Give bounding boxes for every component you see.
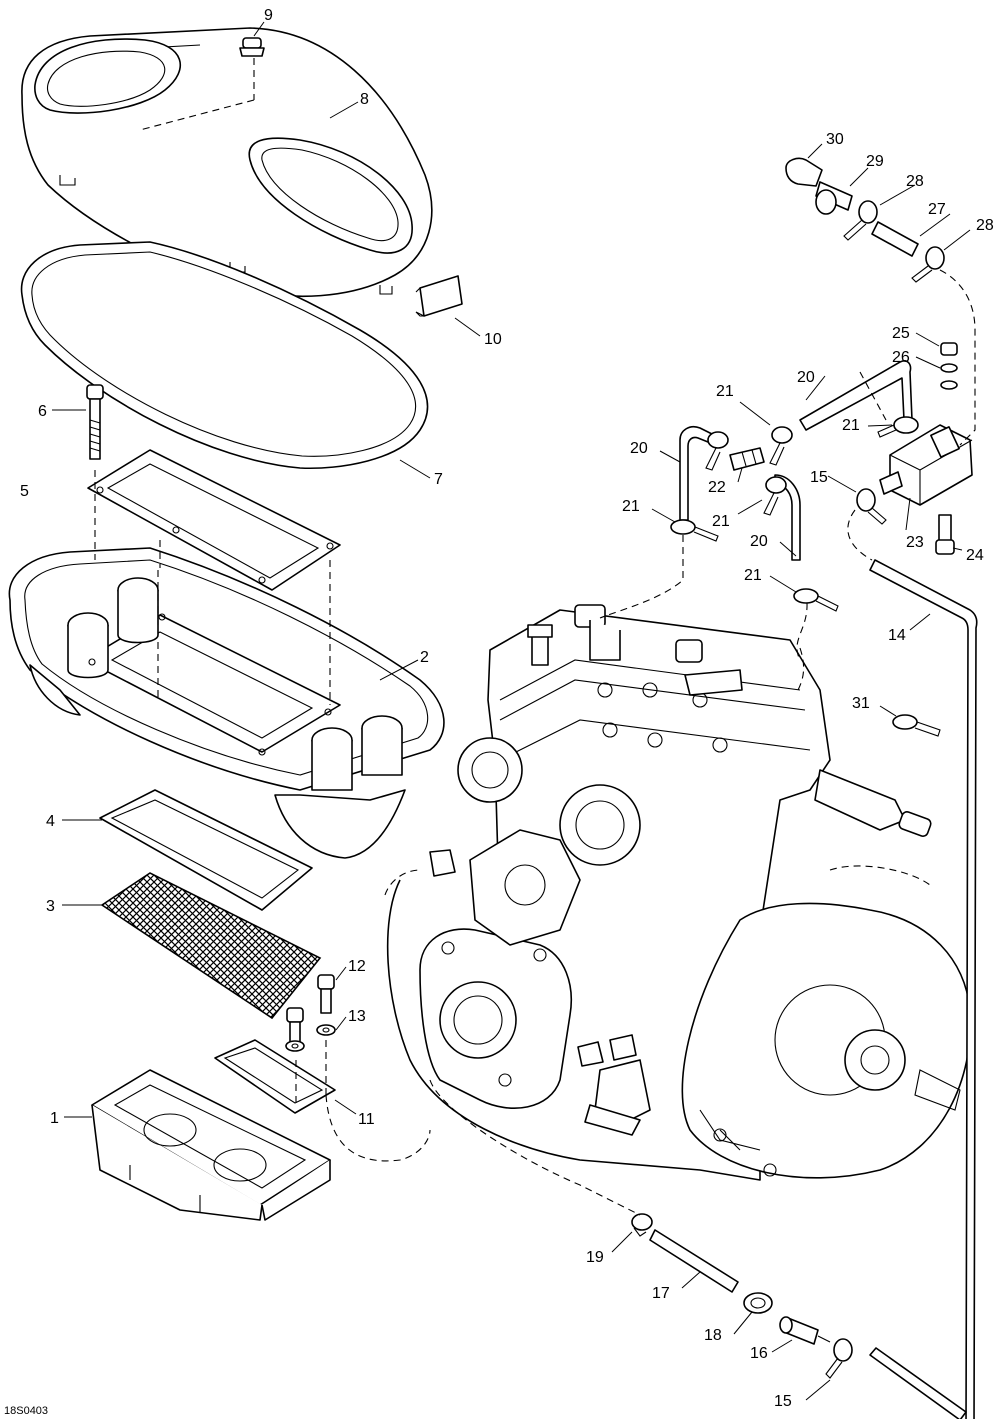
- callout-21-mid: 21: [712, 513, 730, 530]
- callout-9: 9: [264, 7, 273, 24]
- callout-21-right: 21: [842, 417, 860, 434]
- callout-22: 22: [708, 479, 726, 496]
- part-7-large-gasket: [20, 241, 429, 470]
- callout-2: 2: [420, 649, 429, 666]
- part-25-nut: [940, 342, 958, 356]
- callout-26: 26: [892, 349, 910, 366]
- assembly-lines: [94, 58, 976, 1216]
- callout-24: 24: [966, 547, 984, 564]
- leader-lines: [52, 21, 971, 1401]
- part-13-washers: [285, 1024, 336, 1052]
- part-11-gasket: [214, 1039, 336, 1114]
- callout-13: 13: [348, 1008, 366, 1025]
- callout-19: 19: [586, 1249, 604, 1266]
- part-24-screw: [935, 514, 955, 555]
- callout-28-right: 28: [976, 217, 994, 234]
- part-18-clamp: [743, 1292, 773, 1314]
- callout-17: 17: [652, 1285, 670, 1302]
- callout-31: 31: [852, 695, 870, 712]
- callout-7: 7: [434, 471, 443, 488]
- callout-27: 27: [928, 201, 946, 218]
- callout-1: 1: [50, 1110, 59, 1127]
- callout-5: 5: [20, 483, 29, 500]
- engine-assembly: [384, 604, 972, 1181]
- part-15-clamps: [825, 488, 967, 1419]
- part-17-hose: [649, 1229, 739, 1293]
- callout-29: 29: [866, 153, 884, 170]
- part-22-connector: [729, 447, 765, 471]
- part-2-silencer-base: [8, 547, 445, 859]
- part-9-nut: [239, 37, 265, 57]
- callout-8: 8: [360, 91, 369, 108]
- drawing-code: 18S0403: [4, 1405, 48, 1417]
- part-8-silencer-cover: [21, 27, 433, 298]
- callout-21-top: 21: [716, 383, 734, 400]
- callout-4: 4: [46, 813, 55, 830]
- callout-16: 16: [750, 1345, 768, 1362]
- part-20-hoses: [679, 360, 913, 561]
- part-29-fitting: [815, 181, 853, 215]
- callout-25: 25: [892, 325, 910, 342]
- callout-6: 6: [38, 403, 47, 420]
- part-26-washers: [940, 363, 958, 390]
- callout-18: 18: [704, 1327, 722, 1344]
- part-1-adaptor: [91, 1069, 331, 1221]
- part-28-clamps: [843, 200, 945, 283]
- callout-15-upper: 15: [810, 469, 828, 486]
- callout-10: 10: [484, 331, 502, 348]
- callout-12: 12: [348, 958, 366, 975]
- callout-23: 23: [906, 534, 924, 551]
- callout-28-left: 28: [906, 173, 924, 190]
- callout-15-lower: 15: [774, 1393, 792, 1410]
- callout-20-mid: 20: [750, 533, 768, 550]
- callout-21-left: 21: [622, 498, 640, 515]
- part-30-cap: [785, 157, 823, 187]
- part-6-screw: [86, 384, 104, 460]
- part-19-clamp: [631, 1213, 653, 1237]
- part-12-screws: [286, 974, 335, 1047]
- part-14-hose: [869, 559, 978, 1419]
- callout-11: 11: [358, 1111, 375, 1128]
- part-31-clamp: [892, 714, 941, 737]
- callout-labels: 1 2 3 4 5 6 7 8 9 10 11 12 13 14 15 15 1…: [4, 7, 994, 1417]
- callout-30: 30: [826, 131, 844, 148]
- part-5-upper-gasket: [87, 449, 341, 591]
- part-23-valve: [879, 424, 973, 506]
- part-16-fitting: [779, 1316, 831, 1345]
- callout-3: 3: [46, 898, 55, 915]
- part-3-screen: [100, 872, 322, 1020]
- part-27-hose: [871, 221, 919, 257]
- callout-20-top: 20: [797, 369, 815, 386]
- part-10-clip: [415, 275, 463, 317]
- part-21-clamps: [670, 416, 919, 612]
- part-4-gasket: [99, 789, 313, 911]
- callout-21-lower: 21: [744, 567, 762, 584]
- callout-20-left: 20: [630, 440, 648, 457]
- callout-14: 14: [888, 627, 906, 644]
